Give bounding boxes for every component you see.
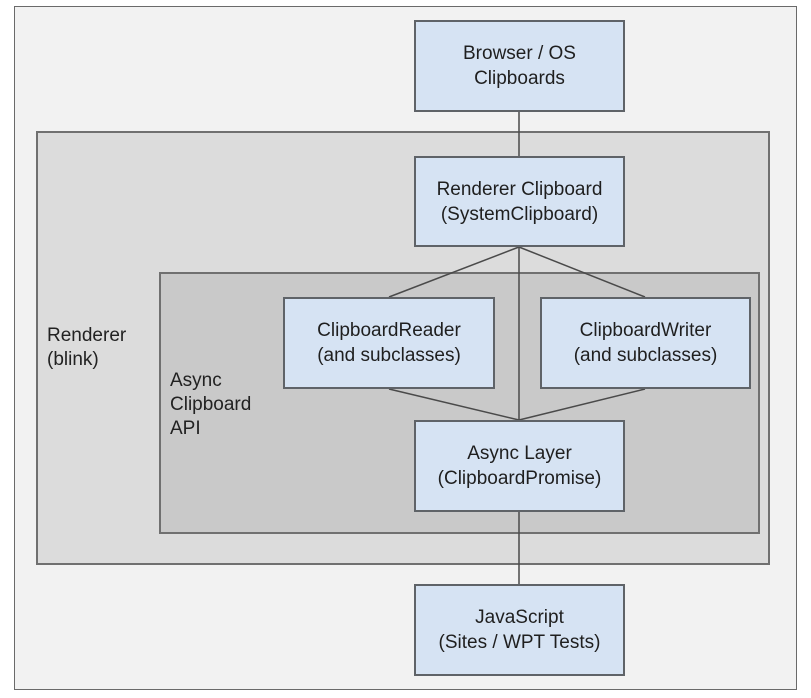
async-clipboard-api-label: Async Clipboard API [170, 370, 252, 439]
clipboard-writer-box: ClipboardWriter (and subclasses) [540, 297, 751, 389]
javascript-box: JavaScript (Sites / WPT Tests) [414, 584, 625, 676]
clipboard-reader-box: ClipboardReader (and subclasses) [283, 297, 495, 389]
browser-os-clipboards-label: Browser / OS Clipboards [463, 43, 576, 89]
async-layer-box: Async Layer (ClipboardPromise) [414, 420, 625, 512]
renderer-clipboard-box: Renderer Clipboard (SystemClipboard) [414, 156, 625, 247]
clipboard-writer-label: ClipboardWriter (and subclasses) [573, 320, 718, 366]
javascript-label: JavaScript (Sites / WPT Tests) [438, 607, 601, 653]
clipboard-reader-label: ClipboardReader (and subclasses) [317, 320, 461, 366]
renderer-region-label: Renderer (blink) [47, 325, 127, 370]
async-layer-label: Async Layer (ClipboardPromise) [437, 443, 602, 489]
renderer-clipboard-label: Renderer Clipboard (SystemClipboard) [436, 178, 603, 225]
browser-os-clipboards-box: Browser / OS Clipboards [414, 20, 625, 112]
